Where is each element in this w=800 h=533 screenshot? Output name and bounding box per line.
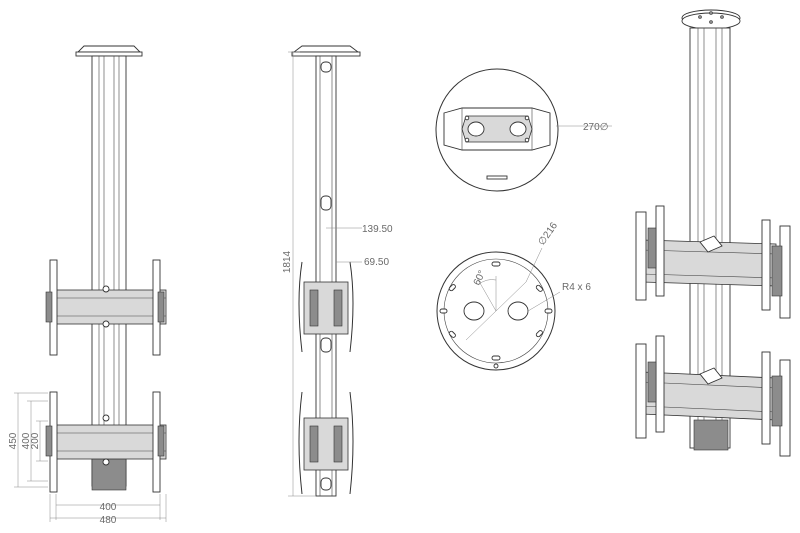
front-lower-bracket (45, 391, 167, 493)
dim-1814: 1814 (282, 250, 293, 273)
round-plate-detail: ∅216 60° R4 x 6 (436, 220, 591, 371)
dim-450: 450 (8, 432, 19, 449)
dim-400-vertical: 400 (21, 432, 32, 449)
dim-400-horizontal: 400 (100, 502, 117, 513)
dim-480: 480 (100, 515, 117, 526)
dim-139-50: 139.50 (362, 224, 393, 235)
side-lower-bracket (298, 391, 354, 495)
dim-200: 200 (30, 432, 41, 449)
dim-270: 270∅ (583, 122, 608, 133)
dim-69-50: 69.50 (364, 257, 389, 268)
dim-216: ∅216 (536, 220, 560, 247)
iso-upper-bracket (635, 205, 791, 319)
side-upper-bracket (298, 261, 354, 353)
side-view: 1814 139.50 69.50 (282, 45, 393, 497)
top-plate-detail: 270∅ (435, 68, 612, 192)
iso-lower-bracket (635, 335, 791, 457)
isometric-view (635, 9, 791, 457)
front-view: 450 400 200 400 480 (8, 45, 167, 526)
dim-60-degrees: 60° (472, 269, 488, 287)
dim-r4x6: R4 x 6 (562, 282, 591, 293)
front-upper-bracket (45, 259, 167, 356)
